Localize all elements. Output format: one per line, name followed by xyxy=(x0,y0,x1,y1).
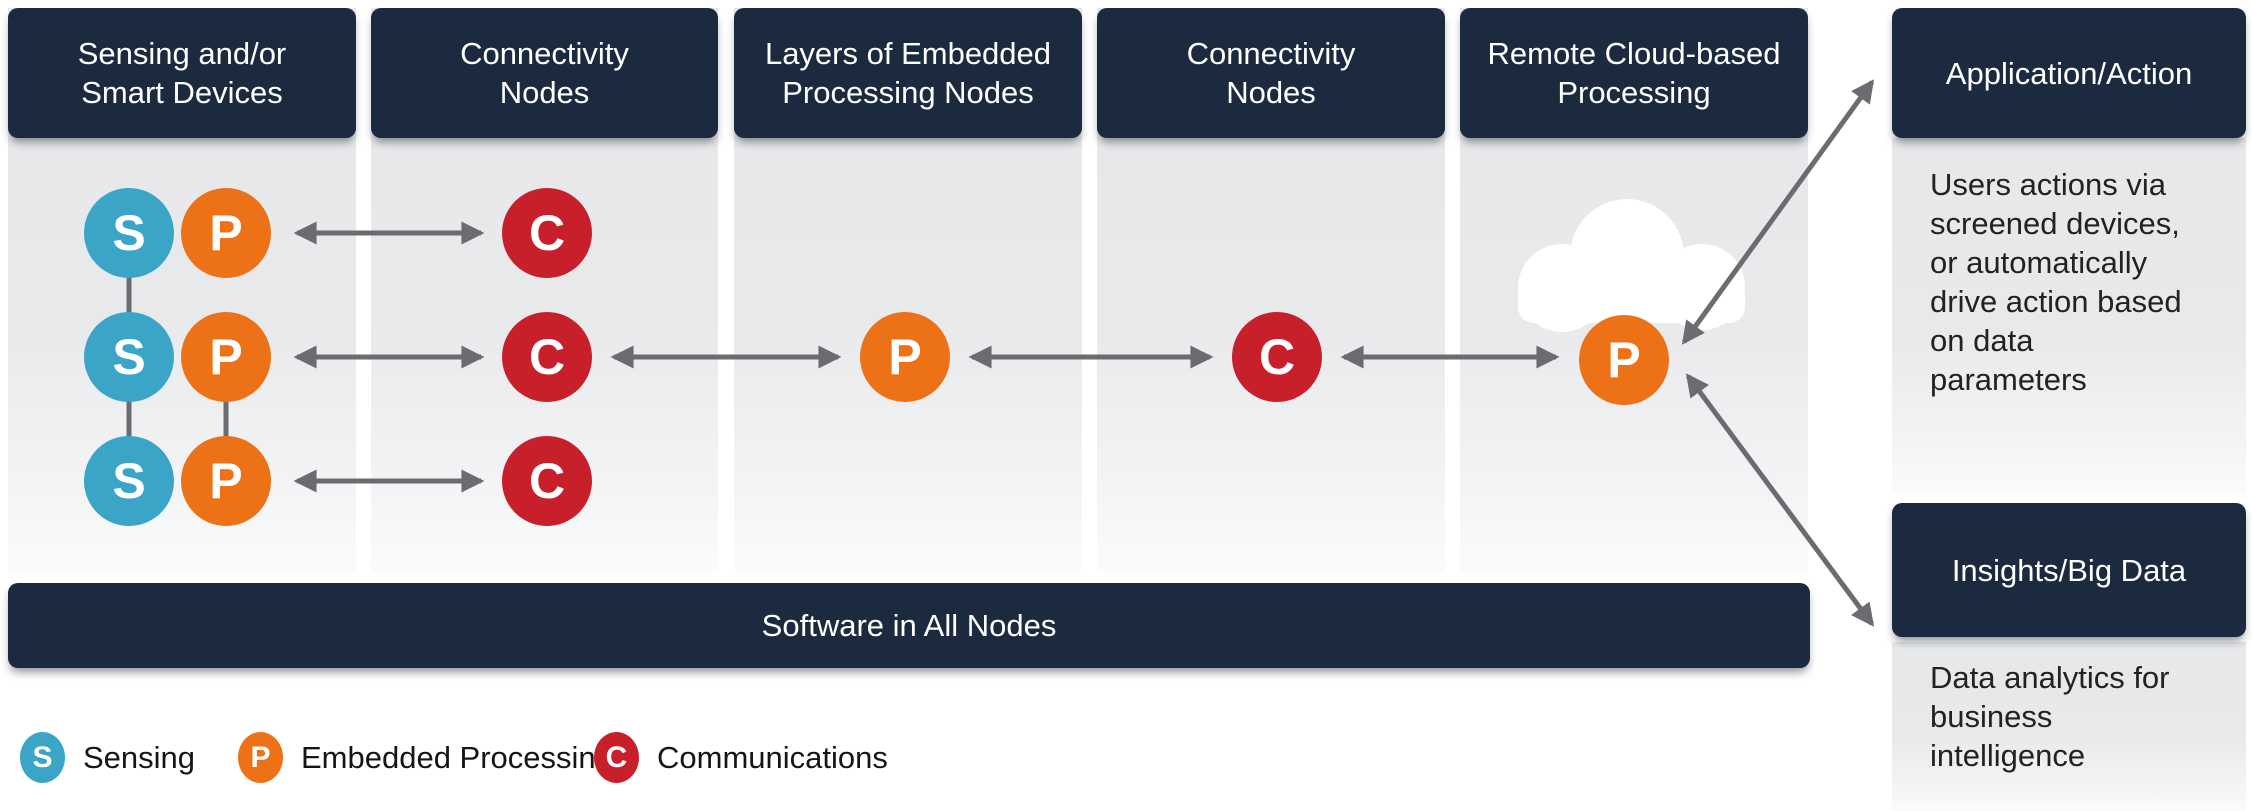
flow-arrows xyxy=(293,79,1875,627)
node-letter: P xyxy=(888,329,922,385)
column-header-embedded: Layers of Embedded Processing Nodes xyxy=(734,8,1082,138)
node-letter: S xyxy=(112,205,146,261)
column-header-sensing: Sensing and/or Smart Devices xyxy=(8,8,356,138)
sensing-node-2: S xyxy=(84,312,174,402)
legend: S Sensing P Embedded Processing C Commun… xyxy=(0,732,1000,802)
node-letter: C xyxy=(528,329,566,385)
node-letter: P xyxy=(209,329,243,385)
communications-node-4: C xyxy=(1232,312,1322,402)
arrow-cloud-to-application xyxy=(1681,79,1875,345)
node-letter: P xyxy=(209,205,243,261)
cloud-icon xyxy=(1518,199,1745,332)
header-insights-big-data: Insights/Big Data xyxy=(1892,503,2246,637)
column-header-connectivity-1: Connectivity Nodes xyxy=(371,8,718,138)
processing-node-3: P xyxy=(181,436,271,526)
communications-node-1: C xyxy=(502,188,592,278)
node-letter: S xyxy=(112,453,146,509)
panel-application-body xyxy=(1892,138,2246,494)
communications-legend-icon: C xyxy=(594,732,639,783)
legend-label-embedded-processing: Embedded Processing xyxy=(301,739,613,775)
legend-letter: C xyxy=(605,740,628,774)
application-description: Users actions via screened devices, or a… xyxy=(1930,167,2182,397)
legend-letter: P xyxy=(250,740,271,774)
node-letter: P xyxy=(1607,332,1641,388)
software-bar-label: Software in All Nodes xyxy=(761,607,1057,643)
sensing-column-connectors xyxy=(126,277,229,437)
sensing-node-1: S xyxy=(84,188,174,278)
software-bar: Software in All Nodes xyxy=(8,583,1810,668)
column-header-connectivity-2: Connectivity Nodes xyxy=(1097,8,1445,138)
legend-label-communications: Communications xyxy=(657,739,888,775)
legend-letter: S xyxy=(32,740,53,774)
node-letter: C xyxy=(528,205,566,261)
legend-item-sensing: S Sensing xyxy=(20,732,195,783)
header-application-action: Application/Action xyxy=(1892,8,2246,138)
node-letter: P xyxy=(209,453,243,509)
legend-label-sensing: Sensing xyxy=(83,739,196,775)
node-letter: C xyxy=(1258,329,1296,385)
communications-node-2: C xyxy=(502,312,592,402)
embedded-processing-node: P xyxy=(860,312,950,402)
arrow-cloud-to-insights xyxy=(1685,373,1875,627)
node-letter: S xyxy=(112,329,146,385)
processing-node-1: P xyxy=(181,188,271,278)
sensing-legend-icon: S xyxy=(20,732,65,783)
cloud-processing-node: P xyxy=(1579,315,1669,405)
communications-node-3: C xyxy=(502,436,592,526)
processing-legend-icon: P xyxy=(238,732,283,783)
processing-node-2: P xyxy=(181,312,271,402)
node-letter: C xyxy=(528,453,566,509)
legend-item-communications: C Communications xyxy=(594,732,888,783)
legend-item-embedded-processing: P Embedded Processing xyxy=(238,732,613,783)
insights-description: Data analytics for business intelligence xyxy=(1930,660,2170,773)
panel-insights-body xyxy=(1892,642,2246,811)
sensing-node-3: S xyxy=(84,436,174,526)
